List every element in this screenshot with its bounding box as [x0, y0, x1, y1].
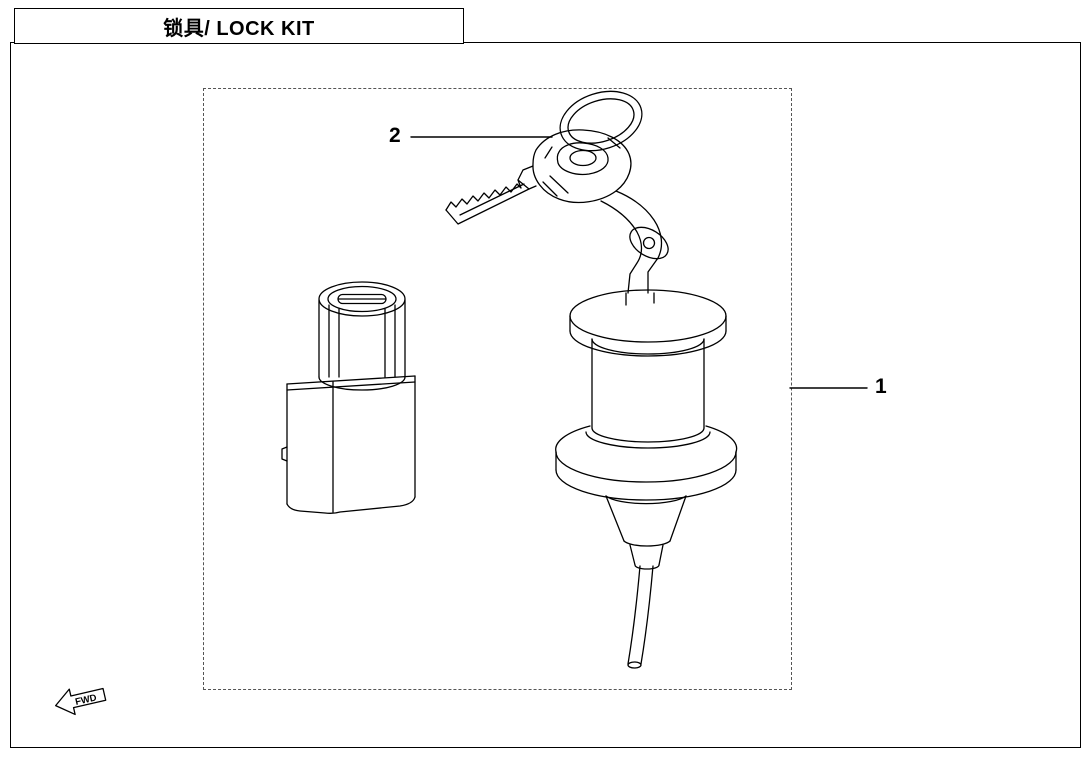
page-title: 锁具/ LOCK KIT: [163, 17, 315, 40]
key-arm-emblem: [629, 226, 669, 260]
fwd-arrow-icon: FWD: [54, 687, 107, 716]
cable-wire: [627, 565, 641, 665]
diagram-boundary: [203, 88, 792, 690]
cylinder-top-face: [318, 281, 406, 317]
callout-label-1[interactable]: 1: [875, 375, 887, 398]
key-drawing: [445, 90, 669, 294]
callout-lines: [410, 136, 868, 389]
key-ring: [559, 90, 643, 152]
content-frame: [10, 42, 1081, 748]
lock-cylinder-drawing: [281, 281, 416, 514]
fwd-label: FWD: [74, 692, 98, 708]
ignition-lock-drawing: [555, 289, 738, 669]
title-box: 锁具/ LOCK KIT: [14, 8, 464, 44]
callout-label-2[interactable]: 2: [389, 124, 401, 147]
key-blade-teeth: [445, 179, 522, 211]
